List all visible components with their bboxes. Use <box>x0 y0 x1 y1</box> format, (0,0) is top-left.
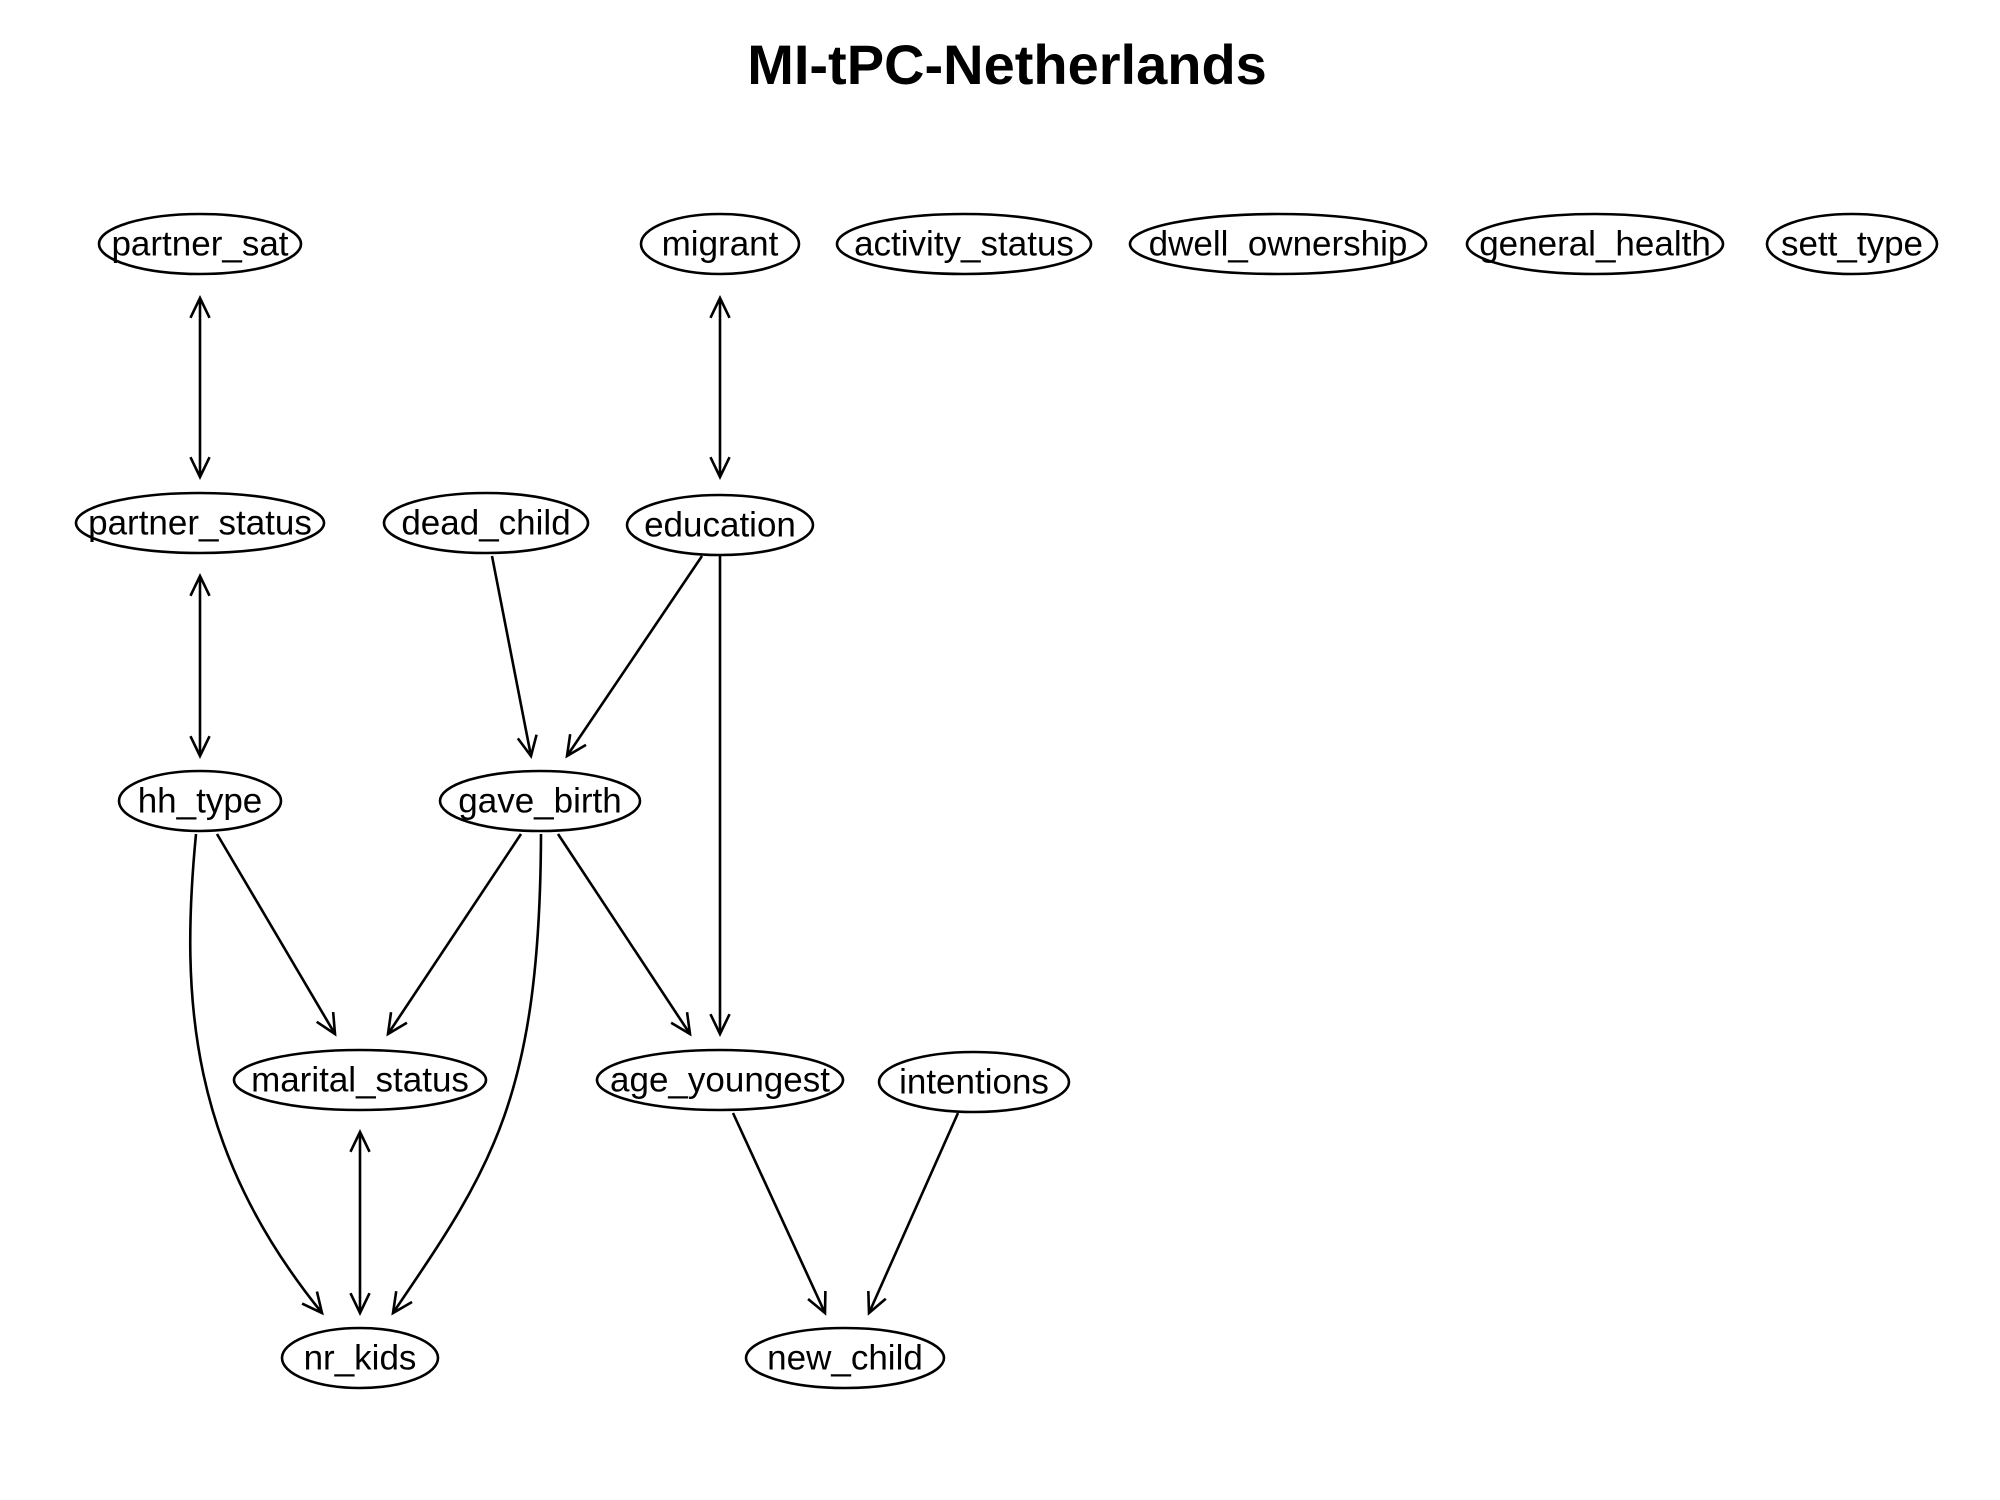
edge-migrant-to-education <box>709 295 731 480</box>
node-sett-type: sett_type <box>1765 212 1939 276</box>
edge-gave_birth-to-age_youngest <box>556 833 692 1037</box>
node-label: hh_type <box>138 782 263 821</box>
edge-line <box>386 833 523 1035</box>
node-label: partner_status <box>88 504 312 543</box>
arrowhead-end <box>565 734 587 759</box>
node-ellipse <box>1765 212 1939 276</box>
edge-line <box>731 1112 827 1314</box>
arrowhead-end <box>709 1013 731 1037</box>
node-ellipse <box>1128 212 1428 276</box>
edge-intentions-to-new_child <box>867 1112 960 1316</box>
node-general-health: general_health <box>1465 212 1725 276</box>
edge-line <box>556 833 692 1035</box>
nodes-layer: partner_sat migrant activity_status dwell_o… <box>74 212 1939 1390</box>
node-ellipse <box>835 212 1093 276</box>
node-ellipse <box>232 1048 488 1112</box>
arrowhead-start <box>189 295 211 319</box>
edge-line <box>490 555 533 757</box>
node-label: nr_kids <box>304 1339 417 1378</box>
arrowhead-end <box>315 1011 337 1037</box>
arrowhead-end <box>709 456 731 480</box>
node-activity-status: activity_status <box>835 212 1093 276</box>
node-label: sett_type <box>1781 225 1923 264</box>
node-partner-status: partner_status <box>74 491 326 555</box>
node-label: dwell_ownership <box>1149 225 1408 264</box>
edge-line <box>867 1112 960 1314</box>
node-ellipse <box>639 212 801 276</box>
node-label: marital_status <box>251 1061 469 1100</box>
edge-hh_type-to-marital_status <box>215 833 337 1037</box>
node-partner-sat: partner_sat <box>97 212 303 276</box>
arrowhead-end <box>670 1012 692 1037</box>
edge-age_youngest-to-new_child <box>731 1112 827 1316</box>
edge-partner_status-to-hh_type <box>189 573 211 759</box>
arrowhead-end <box>386 1012 408 1037</box>
node-ellipse <box>744 1326 946 1390</box>
node-marital-status: marital_status <box>232 1048 488 1112</box>
node-ellipse <box>1465 212 1725 276</box>
node-ellipse <box>382 491 590 555</box>
node-label: dead_child <box>401 504 570 543</box>
node-label: activity_status <box>854 225 1074 264</box>
node-label: education <box>644 506 796 545</box>
arrowhead-end <box>516 734 538 759</box>
node-ellipse <box>438 769 642 833</box>
node-label: gave_birth <box>458 782 621 821</box>
edge-education-to-gave_birth <box>565 555 704 759</box>
arrowhead-end <box>189 735 211 759</box>
edge-gave_birth-to-marital_status <box>386 833 523 1037</box>
arrowhead-end <box>189 456 211 480</box>
node-ellipse <box>117 769 283 833</box>
node-label: migrant <box>662 225 779 264</box>
node-hh-type: hh_type <box>117 769 283 833</box>
node-ellipse <box>74 491 326 555</box>
node-intentions: intentions <box>877 1050 1071 1114</box>
arrowhead-start <box>189 573 211 597</box>
node-new-child: new_child <box>744 1326 946 1390</box>
arrowhead-end <box>391 1291 413 1316</box>
node-ellipse <box>595 1048 845 1112</box>
node-label: general_health <box>1479 225 1711 264</box>
edges-layer <box>188 295 960 1316</box>
edge-line <box>188 833 324 1314</box>
node-label: age_youngest <box>610 1061 830 1100</box>
node-migrant: migrant <box>639 212 801 276</box>
graph-title: MI-tPC-Netherlands <box>747 33 1267 96</box>
arrowhead-end <box>301 1291 324 1316</box>
edge-line <box>391 833 543 1314</box>
node-education: education <box>625 493 815 557</box>
node-label: new_child <box>767 1339 923 1378</box>
node-label: intentions <box>899 1063 1049 1102</box>
arrowhead-end <box>349 1292 371 1316</box>
node-ellipse <box>280 1326 440 1390</box>
arrowhead-end <box>867 1290 887 1316</box>
edge-gave_birth-to-nr_kids <box>391 833 543 1316</box>
edge-hh_type-to-nr_kids <box>188 833 324 1316</box>
arrowhead-start <box>349 1129 371 1153</box>
node-label: partner_sat <box>111 225 288 264</box>
node-ellipse <box>625 493 815 557</box>
edge-dead_child-to-gave_birth <box>490 555 538 759</box>
node-nr-kids: nr_kids <box>280 1326 440 1390</box>
node-age-youngest: age_youngest <box>595 1048 845 1112</box>
node-dead-child: dead_child <box>382 491 590 555</box>
edge-education-to-age_youngest <box>709 556 731 1037</box>
node-gave-birth: gave_birth <box>438 769 642 833</box>
edge-partner_sat-to-partner_status <box>189 295 211 480</box>
node-ellipse <box>97 212 303 276</box>
arrowhead-end <box>807 1290 827 1316</box>
edge-marital_status-to-nr_kids <box>349 1129 371 1316</box>
arrowhead-start <box>709 295 731 319</box>
node-ellipse <box>877 1050 1071 1114</box>
node-dwell-ownership: dwell_ownership <box>1128 212 1428 276</box>
edge-line <box>215 833 337 1035</box>
edge-line <box>565 555 704 757</box>
